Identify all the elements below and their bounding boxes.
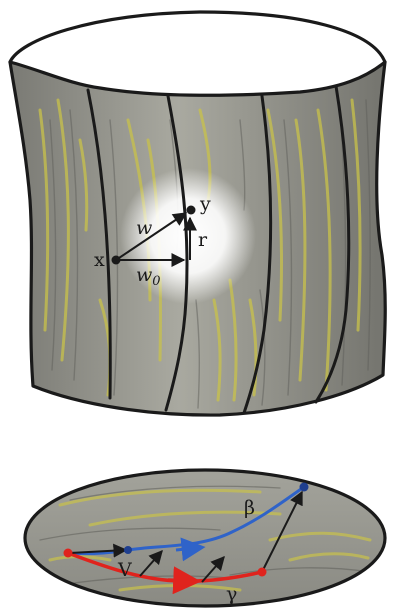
point-x [112,256,121,265]
label-r: r [198,229,208,251]
point-y [187,206,196,215]
label-V: V [117,559,132,581]
start-point [64,549,73,558]
end-point-gamma [258,568,267,577]
label-beta: β [244,497,255,519]
label-x: x [94,249,105,271]
flat-disc: β γ V [25,470,385,606]
point-on-beta [124,546,132,554]
gamma-direction-arrow [168,580,190,581]
beta-direction-arrow [176,548,196,550]
end-point-beta [300,483,309,492]
curved-surface [10,12,385,415]
label-w0-sub: 0 [152,274,160,289]
label-w0-base: w [136,264,152,286]
label-y: y [199,193,211,215]
label-gamma: γ [226,583,237,605]
label-w: w [136,217,152,239]
